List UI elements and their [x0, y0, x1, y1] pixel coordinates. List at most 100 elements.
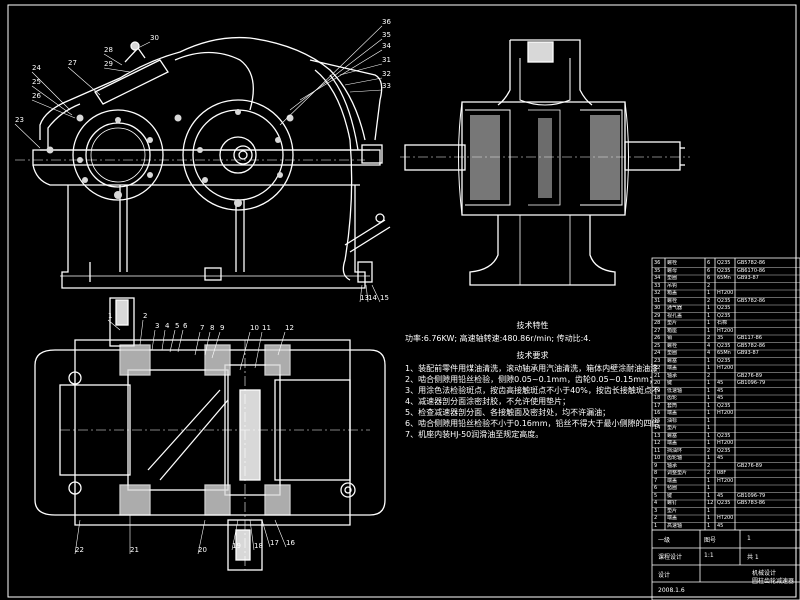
bom-cell-name: 箱座 — [667, 327, 678, 334]
bom-cell-name: 齿轮 — [667, 395, 678, 401]
bom-cell-m: 石棉 — [717, 320, 728, 326]
bom-cell-q: 2 — [707, 297, 711, 304]
callout-21: 21 — [130, 546, 139, 554]
title-drawing-name: 圆柱齿轮减速器 — [752, 578, 795, 585]
bom-cell-name: 端盖 — [667, 365, 678, 371]
bom-cell-m: Q235 — [717, 305, 731, 311]
title-date: 2008.1.6 — [658, 587, 685, 594]
bom-cell-note: GB6170-86 — [737, 267, 766, 274]
bom-cell-name: 螺母 — [667, 267, 678, 274]
bom-cell-name: 毡圈 — [667, 485, 678, 491]
callout-20: 20 — [198, 546, 207, 554]
callout-28: 28 — [104, 46, 113, 54]
bom-cell-q: 1 — [707, 522, 711, 529]
bom-cell-m: Q235 — [717, 297, 731, 304]
bom-cell-name: 视孔盖 — [667, 312, 683, 319]
bom-cell-q: 1 — [707, 380, 711, 386]
bom-cell-name: 通气器 — [667, 305, 683, 311]
bom-cell-q: 1 — [707, 387, 711, 394]
bom-cell-note: GB117-86 — [737, 335, 763, 341]
bom-cell-note: GB5782-86 — [737, 342, 766, 349]
title-block: 一级 图号 1 1:1 共 1 课程设计 机械设计 圆柱齿轮减速器 设计 200… — [652, 530, 800, 600]
requirement-5: 5、检查减速器剖分面、各接触面及密封处，均不许漏油； — [405, 408, 611, 417]
bom-cell-q: 1 — [707, 395, 711, 401]
bom-cell-n: 36 — [654, 260, 661, 266]
bom-cell-m: Q235 — [717, 432, 731, 439]
callout-24: 24 — [32, 64, 41, 72]
bom-cell-m: 65Mn — [717, 275, 731, 281]
bom-cell-n: 14 — [654, 425, 661, 431]
title-sheet-no: 1 — [747, 535, 751, 542]
bom-cell-n: 1 — [654, 522, 658, 529]
bom-cell-m: Q235 — [717, 357, 731, 364]
callout-26: 26 — [32, 92, 41, 100]
bom-cell-q: 1 — [707, 417, 711, 424]
bom-cell-m: HT200 — [717, 515, 734, 521]
bom-cell-q: 1 — [707, 515, 711, 521]
bom-cell-name: 螺塞 — [667, 432, 678, 439]
title-part: 一级 — [658, 537, 671, 544]
bom-cell-m: HT200 — [717, 327, 734, 334]
bom-cell-note: GB5782-86 — [737, 297, 766, 304]
bom-cell-q: 1 — [707, 320, 711, 326]
bom-cell-m: HT200 — [717, 477, 734, 484]
bom-cell-q: 1 — [707, 492, 711, 499]
callout-25: 25 — [32, 78, 41, 86]
bom-cell-n: 12 — [654, 440, 661, 446]
bom-cell-n: 28 — [654, 320, 661, 326]
bom-cell-name: 垫片 — [667, 320, 678, 326]
bom-cell-q: 1 — [707, 402, 711, 409]
requirement-4: 4、减速器剖分面涂密封胶，不允许使用垫片； — [405, 397, 571, 406]
bom-cell-m: Q235 — [717, 260, 731, 266]
callout-18: 18 — [254, 542, 263, 550]
callout-7: 7 — [200, 324, 204, 332]
bom-cell-n: 23 — [654, 357, 661, 364]
bom-cell-name: 箱盖 — [667, 290, 678, 296]
bom-cell-m: HT200 — [717, 290, 734, 296]
bom-cell-note: GB93-87 — [737, 350, 759, 356]
bom-cell-name: 齿轮轴 — [667, 455, 683, 461]
bom-cell-n: 30 — [654, 305, 661, 311]
bom-cell-q: 1 — [707, 477, 711, 484]
bom-cell-name: 端盖 — [667, 440, 678, 446]
drawing-frame — [7, 4, 797, 598]
bom-cell-name: 吊钩 — [667, 282, 678, 289]
requirement-6: 6、啮合侧隙用铅丝检验不小于0.16mm，铅丝不得大于最小侧隙的四倍； — [405, 419, 660, 428]
bom-cell-q: 2 — [707, 462, 711, 469]
bom-cell-m: 45 — [717, 522, 724, 529]
callout-29: 29 — [104, 60, 113, 68]
bom-cell-name: 端盖 — [667, 515, 678, 521]
bom-cell-n: 3 — [654, 507, 658, 514]
bom-cell-name: 油标 — [667, 417, 678, 424]
bom-cell-name: 挡油环 — [667, 447, 683, 454]
bom-grid — [651, 257, 800, 600]
bom-cell-note: GB5783-86 — [737, 500, 766, 506]
bom-cell-name: 端盖 — [667, 410, 678, 416]
bom-cell-n: 4 — [654, 500, 658, 506]
requirements-heading: 技术要求 — [516, 351, 549, 360]
bom-cell-m: HT200 — [717, 365, 734, 371]
bom-cell-n: 35 — [654, 267, 661, 274]
bom-cell-m: 45 — [717, 455, 724, 461]
technical-notes: 技术特性 功率:6.76KW; 高速轴转速:480.86r/min; 传动比:4… — [405, 318, 660, 440]
callout-9: 9 — [220, 324, 224, 332]
callout-34: 34 — [382, 42, 391, 50]
callout-3: 3 — [155, 322, 159, 330]
bom-cell-q: 1 — [707, 410, 711, 416]
bom-cell-q: 1 — [707, 305, 711, 311]
title-sheets: 共 1 — [747, 554, 759, 561]
